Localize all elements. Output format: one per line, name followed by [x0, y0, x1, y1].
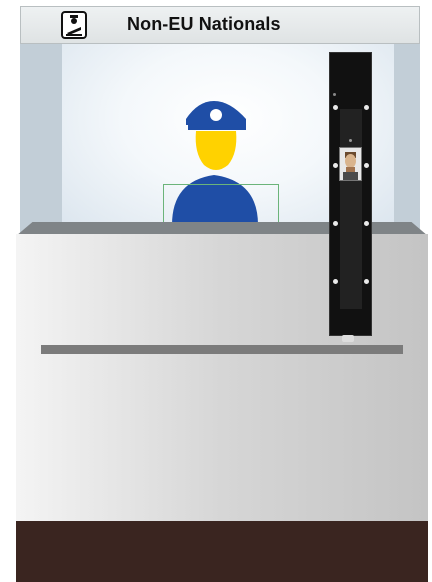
scanner-base	[342, 335, 354, 342]
biometric-face-scanner	[329, 52, 372, 336]
booth-frame-left	[20, 44, 62, 234]
face-scan-screen	[339, 147, 362, 181]
gate-sign: Non-EU Nationals	[20, 6, 420, 44]
scanner-light	[333, 105, 338, 110]
floor	[16, 521, 428, 582]
counter-rail	[41, 345, 403, 354]
sign-title: Non-EU Nationals	[127, 14, 281, 35]
officer-pictogram	[63, 13, 85, 37]
scanner-light	[364, 105, 369, 110]
scanner-light	[364, 279, 369, 284]
cap-badge	[210, 109, 222, 121]
traveler-face-icon	[340, 148, 361, 180]
scanner-light	[333, 163, 338, 168]
booth-frame-right	[394, 44, 420, 234]
passport-control-officer-icon	[61, 11, 87, 39]
scanner-light	[364, 221, 369, 226]
scanner-light	[333, 221, 338, 226]
officer-face	[196, 131, 237, 170]
scanner-camera	[333, 93, 336, 96]
scanner-camera	[349, 139, 352, 142]
cap-brim	[188, 123, 246, 130]
scanner-light	[333, 279, 338, 284]
scanner-light	[364, 163, 369, 168]
